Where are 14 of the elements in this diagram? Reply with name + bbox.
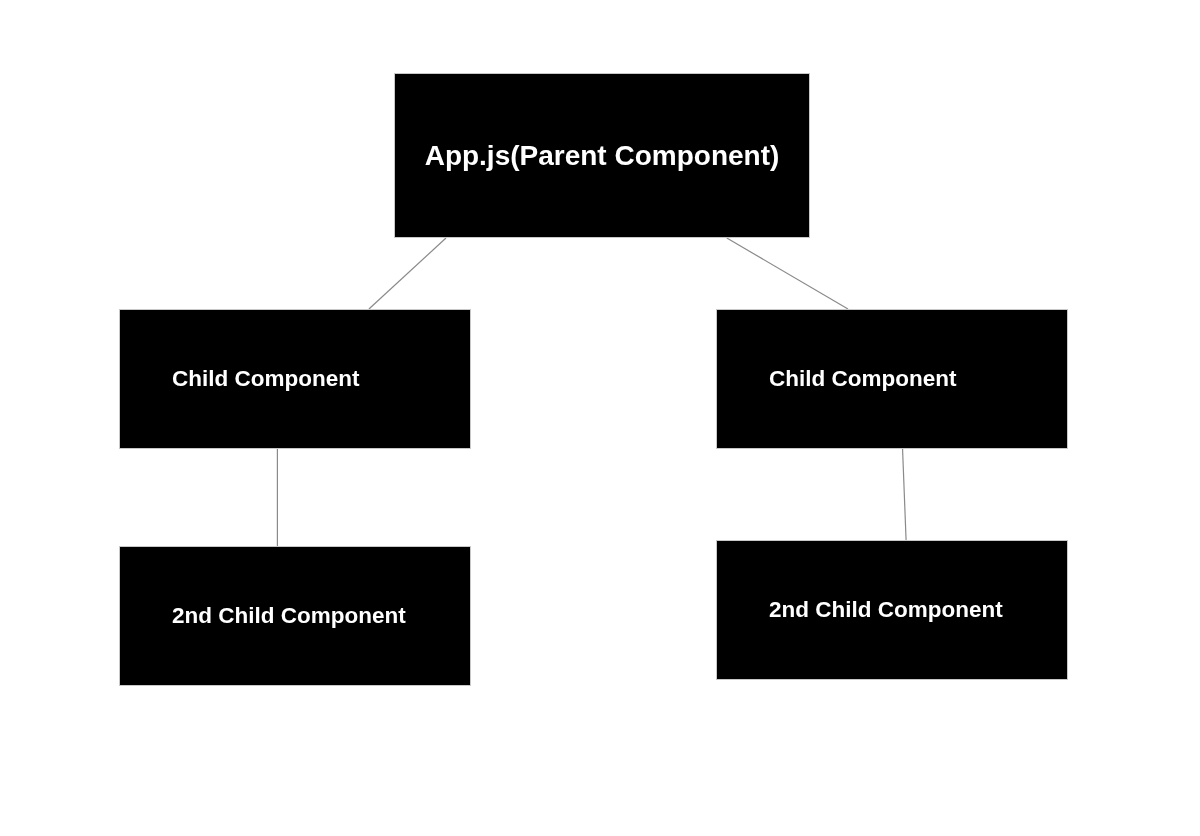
component-label: 2nd Child Component bbox=[172, 603, 406, 629]
connector-line bbox=[368, 237, 447, 310]
connector-line bbox=[276, 448, 278, 547]
component-label: App.js(Parent Component) bbox=[424, 139, 780, 172]
component-box bbox=[119, 546, 471, 686]
connector-line bbox=[901, 448, 907, 541]
component-label: 2nd Child Component bbox=[769, 597, 1003, 623]
component-box bbox=[394, 73, 810, 238]
component-box bbox=[119, 309, 471, 449]
connector-line bbox=[726, 237, 849, 310]
component-label: Child Component bbox=[172, 366, 360, 392]
component-box bbox=[716, 309, 1068, 449]
component-label: Child Component bbox=[769, 366, 957, 392]
component-box bbox=[716, 540, 1068, 680]
